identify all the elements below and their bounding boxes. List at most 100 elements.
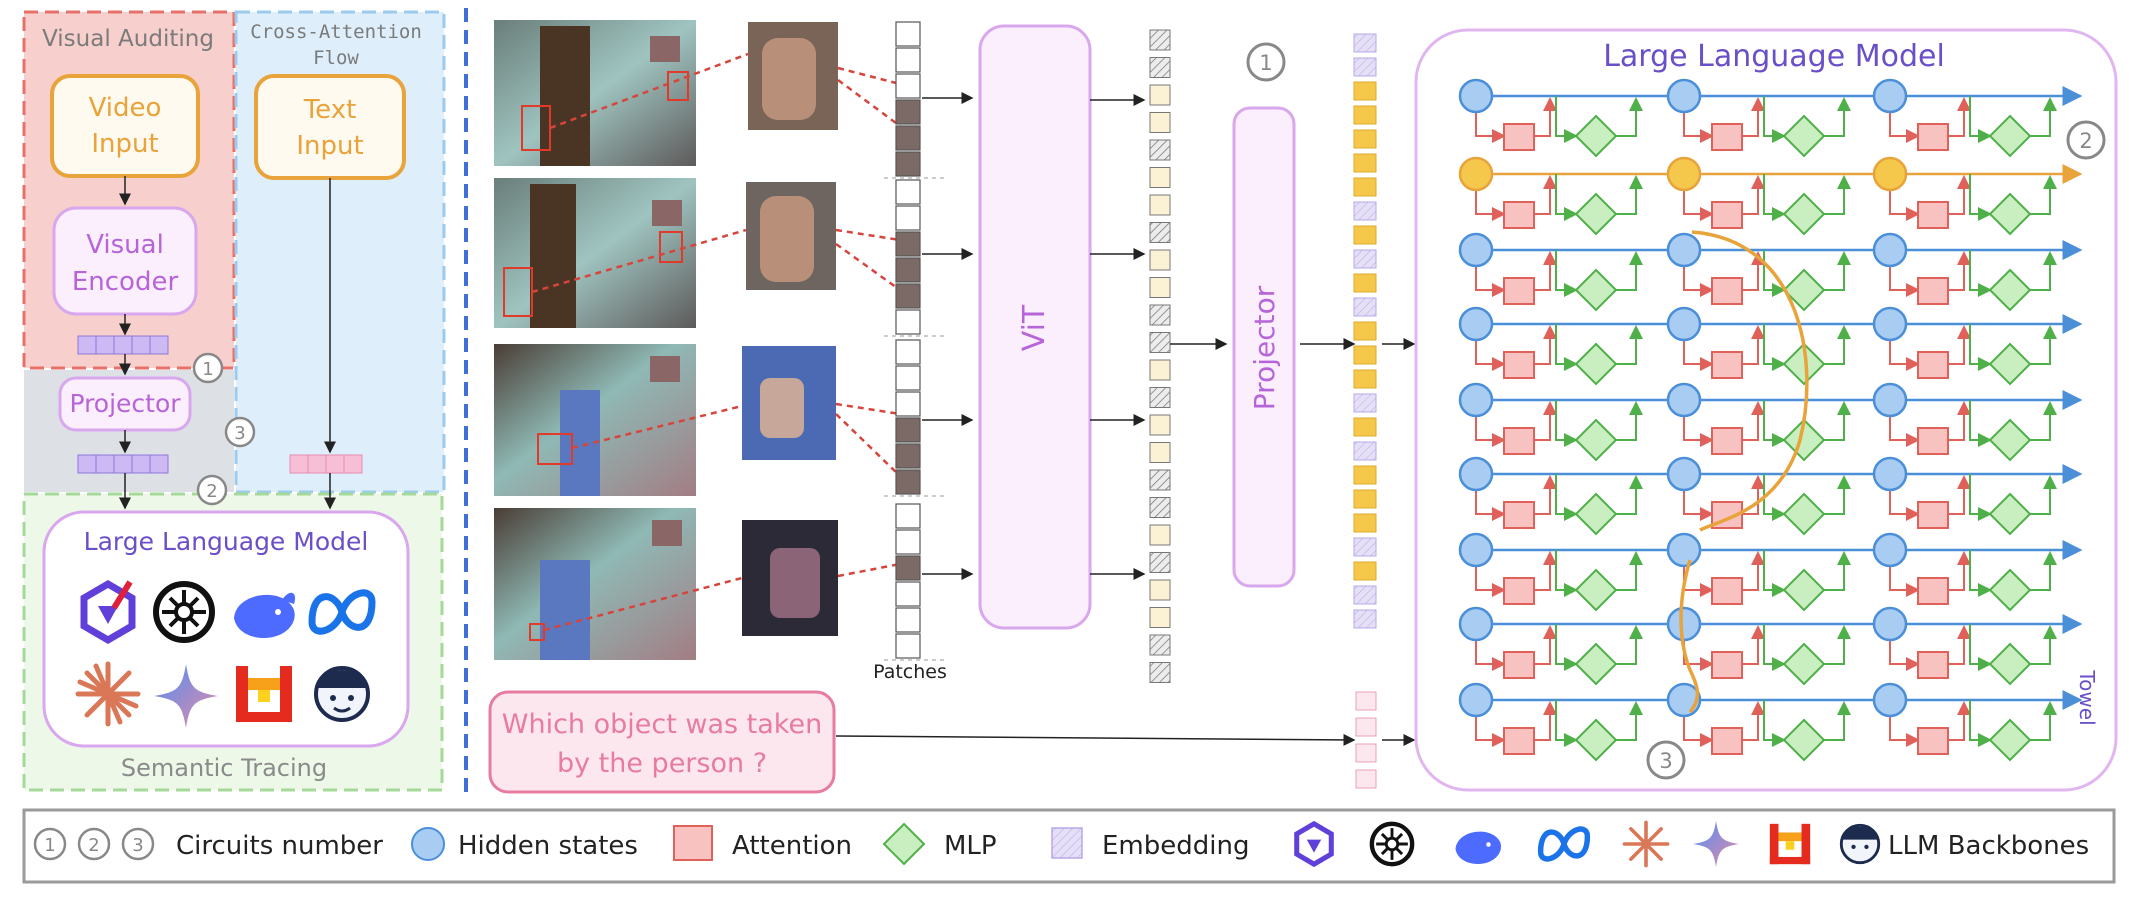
embedding-token (1353, 249, 1377, 269)
attention-input-path (1475, 190, 1506, 221)
attention-input-path (1475, 490, 1506, 521)
attention-input-path (1683, 190, 1714, 221)
embedding-token (1353, 585, 1377, 605)
attention-input-path (1683, 716, 1714, 747)
vit-token (1149, 579, 1171, 601)
video-frame-4 (494, 508, 696, 660)
hidden-state-node (1872, 78, 1908, 114)
patch-cell (895, 443, 921, 469)
attention-output-path (1948, 97, 1971, 137)
embedding-token (1353, 465, 1377, 485)
attention-block (1503, 651, 1535, 679)
hidden-state-node (1666, 78, 1702, 114)
vit-token-column (1149, 29, 1171, 683)
attention-input-path (1683, 416, 1714, 447)
vit-box (978, 24, 1092, 630)
legend-circuit-2 (77, 827, 111, 861)
attention-output-path (1534, 401, 1557, 441)
embedding-token (1353, 489, 1377, 509)
hidden-state-node (1872, 532, 1908, 568)
circuit-1-badge (192, 352, 224, 384)
hidden-state-node (1666, 306, 1702, 342)
mlp-block (1988, 192, 2032, 236)
legend-circuit-1 (33, 827, 67, 861)
embedding-token (1353, 273, 1377, 293)
vit-token (1149, 112, 1171, 133)
embedding-token (1353, 345, 1377, 365)
mlp-input-path (1763, 700, 1786, 747)
patch-cell (895, 257, 921, 283)
hidden-state-node (1458, 606, 1494, 642)
patch-cell (895, 151, 921, 177)
legend-deepseek-icon (1455, 831, 1502, 864)
attention-output-path (1534, 251, 1557, 291)
embedding-token (1353, 153, 1377, 173)
attention-trace-lower (1679, 559, 1700, 714)
legend-llm-backbones: LLM Backbones (1888, 831, 2089, 861)
attention-output-path (1534, 551, 1557, 591)
llm-panel: Large Language Model 2 3 Towel (1414, 28, 2118, 792)
mlp-output-path (2030, 475, 2057, 515)
circuit-3-badge-llm (1646, 740, 1686, 780)
vit-token (1149, 387, 1171, 408)
hidden-state-node (1666, 532, 1702, 568)
attention-block (1711, 577, 1743, 605)
patch-cell (895, 339, 921, 365)
patch-cell (895, 205, 921, 231)
attention-output-path (1742, 701, 1765, 741)
projector-label: Projector (69, 389, 181, 418)
crop-1 (748, 22, 838, 130)
mlp-block (1574, 718, 1618, 762)
attention-block (1503, 123, 1535, 151)
attention-input-path (1683, 490, 1714, 521)
patch-cell (895, 73, 921, 99)
attention-output-path (1742, 97, 1765, 137)
hidden-state-node (1872, 232, 1908, 268)
attention-output-path (1534, 475, 1557, 515)
mlp-block (1574, 568, 1618, 612)
arrow-question-tokens (835, 733, 1356, 746)
attention-block (1711, 351, 1743, 379)
mlp-input-path (1969, 250, 1992, 297)
legend-embedding: Embedding (1102, 831, 1249, 861)
hidden-state-node (1666, 456, 1702, 492)
patch-column (884, 21, 944, 661)
mlp-block (1988, 492, 2032, 536)
attention-input-path (1889, 190, 1920, 221)
attention-input-path (1889, 490, 1920, 521)
question-box (488, 690, 836, 794)
legend-mlp: MLP (944, 831, 997, 861)
hidden-state-node (1458, 382, 1494, 418)
mlp-input-path (1555, 474, 1578, 521)
patch-cell (895, 283, 921, 309)
patch-cell (895, 581, 921, 607)
mlp-input-path (1763, 624, 1786, 671)
hidden-state-node (1872, 456, 1908, 492)
question-token (1355, 769, 1377, 789)
attention-input-path (1475, 340, 1506, 371)
legend: 1 2 3 Circuits number Hidden states Atte… (22, 808, 2116, 884)
vit-token (1149, 57, 1171, 78)
openai-icon (153, 581, 215, 643)
video-frame-3 (494, 344, 696, 496)
attention-block (1711, 277, 1743, 305)
vit-token (1149, 332, 1171, 353)
attention-output-path (1742, 551, 1765, 591)
legend-circuit-1-label: 1 (44, 835, 55, 856)
mlp-output-path (2030, 701, 2057, 741)
attention-block (1711, 427, 1743, 455)
vit-token (1149, 167, 1171, 188)
cross-attention-label-2: Flow (313, 47, 359, 69)
video-input-label-1: Video (89, 93, 162, 123)
attention-input-path (1475, 112, 1506, 143)
mlp-input-path (1969, 700, 1992, 747)
vit-token (1149, 277, 1171, 298)
mlp-output-path (1824, 701, 1851, 741)
mlp-input-path (1763, 550, 1786, 597)
mlp-input-path (1969, 624, 1992, 671)
mlp-input-path (1763, 96, 1786, 143)
attention-output-path (1742, 625, 1765, 665)
attention-input-path (1889, 340, 1920, 371)
mlp-input-path (1555, 324, 1578, 371)
